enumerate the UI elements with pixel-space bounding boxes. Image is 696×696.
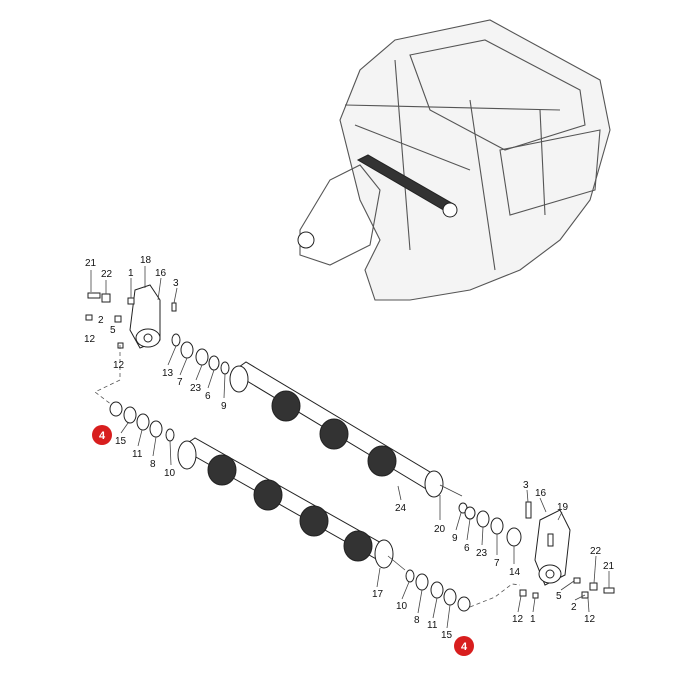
callout-4-right[interactable] [454,636,474,656]
label-15: 15 [115,436,127,447]
machine-frame-illustration [297,19,611,301]
part-labels: 21 22 1 18 16 3 2 5 12 12 13 7 23 6 9 15… [84,255,615,641]
label-10-bottom: 10 [396,601,408,612]
label-15-bottom: 15 [441,630,453,641]
label-9-right: 9 [452,533,458,544]
label-22-right: 22 [590,546,602,557]
label-10: 10 [164,468,176,479]
label-12-a: 12 [84,334,96,345]
label-3: 3 [173,278,179,289]
label-1-right: 1 [530,614,536,625]
label-8-bottom: 8 [414,615,420,626]
right-bracket-assembly [405,501,615,612]
label-16-right: 16 [535,488,547,499]
label-13: 13 [162,368,174,379]
label-8: 8 [150,459,156,470]
label-3-right: 3 [523,480,529,491]
label-1: 1 [128,268,134,279]
callout-badges: 4 4 [92,425,474,656]
label-12-right-b: 12 [584,614,596,625]
label-18: 18 [140,255,152,266]
label-16: 16 [155,268,167,279]
label-12-right-a: 12 [512,614,524,625]
label-7: 7 [177,377,183,388]
callout-4-left[interactable] [92,425,112,445]
callout-4-left-text: 4 [99,430,106,442]
label-9: 9 [221,401,227,412]
label-11-bottom: 11 [427,620,438,631]
label-19: 19 [557,502,569,513]
lower-roller-17 [177,437,406,571]
label-17: 17 [372,589,384,600]
label-24: 24 [395,503,407,514]
callout-4-right-text: 4 [461,641,468,653]
label-22: 22 [101,269,113,280]
label-21-right: 21 [603,561,615,572]
upper-roller-24 [229,361,463,498]
label-2-right: 2 [571,602,577,613]
label-21: 21 [85,258,97,269]
label-12-b: 12 [113,360,125,371]
label-23: 23 [190,383,202,394]
label-6-right: 6 [464,543,470,554]
label-23-right: 23 [476,548,488,559]
left-bracket-assembly [85,284,230,442]
label-14: 14 [509,567,521,578]
label-20: 20 [434,524,446,535]
label-7-right: 7 [494,558,500,569]
label-11: 11 [132,449,143,460]
label-5-right: 5 [556,591,562,602]
label-6: 6 [205,391,211,402]
label-5: 5 [110,325,116,336]
leader-lines [90,266,610,629]
label-2: 2 [98,315,104,326]
